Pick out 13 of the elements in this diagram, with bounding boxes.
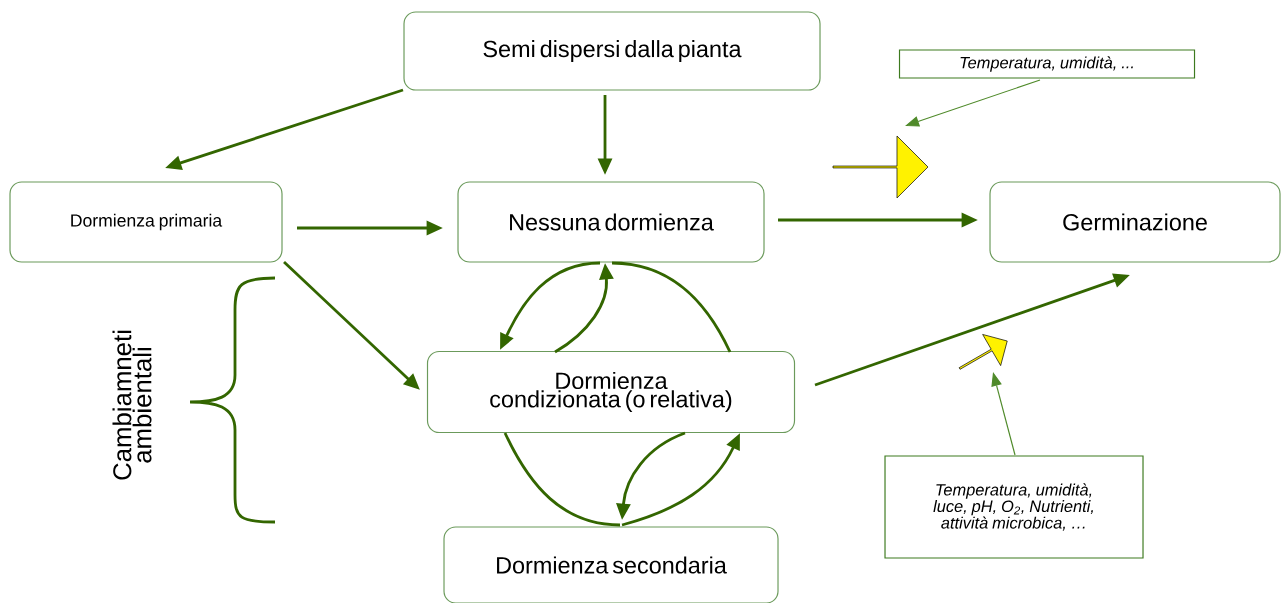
block-arrow <box>958 334 1008 370</box>
block-arrow <box>832 135 929 199</box>
process-box: Dormienza secondaria <box>443 526 779 603</box>
process-box: Dormienza condizionata (o relativa) <box>426 350 796 434</box>
process-box: Semi dispersi dalla pianta <box>403 11 821 91</box>
curve-line <box>611 261 732 353</box>
note-box: Temperatura, umidità, luce, pH, O$_{2}$, Nutrienti, attività microbica, … <box>884 455 1144 559</box>
process-box: Germinazione <box>989 181 1281 263</box>
curve-line <box>503 432 621 527</box>
process-box: Dormienza primaria <box>9 181 283 263</box>
note-box: Temperatura, umidità, ... <box>898 49 1196 79</box>
side-label: Cambiamneti ambientali <box>112 330 152 480</box>
process-box: Nessuna dormienza <box>457 181 765 263</box>
